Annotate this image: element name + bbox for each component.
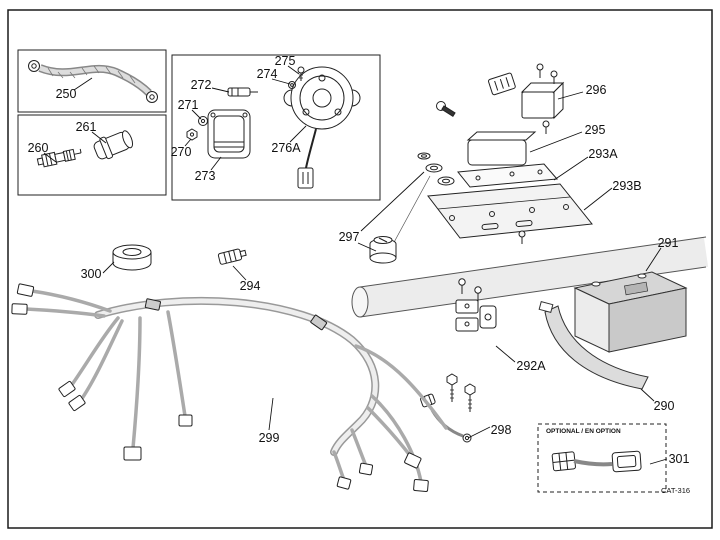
washer-274 [288,81,296,89]
callout-273: 273 [194,169,216,183]
bracket-plate-293B [427,183,593,244]
callout-261: 261 [75,120,97,134]
inset-box-ground-strap [17,49,167,113]
callout-297: 297 [338,230,360,244]
callout-293A: 293A [588,147,618,161]
callout-295: 295 [584,123,606,137]
catalog-code: CAT-316 [661,486,691,495]
callout-291: 291 [657,236,679,250]
callout-274: 274 [256,67,278,81]
nut-270 [186,128,198,141]
diagram-border [7,9,713,529]
pigtail-298 [420,393,472,443]
callout-290: 290 [653,399,675,413]
callout-294: 294 [239,279,261,293]
inset-box-ignition [171,54,381,201]
callout-272: 272 [190,78,212,92]
flywheel-276A [283,66,361,189]
callout-300: 300 [80,267,102,281]
battery-291 [573,271,688,353]
screw-275 [297,66,305,81]
optional-label: OPTIONAL / EN OPTION [546,428,621,435]
ignition-switch-297 [369,101,456,264]
module-295 [466,120,550,166]
battery-strap-290 [538,300,649,390]
ignition-coil-273 [207,109,251,159]
callout-271: 271 [177,98,199,112]
callout-250: 250 [55,87,77,101]
optional-box-301 [537,423,667,493]
connector-294 [217,248,247,265]
callout-301: 301 [668,452,690,466]
screw [536,63,558,84]
callout-276A: 276A [271,141,301,155]
spark-plug-boot [93,130,134,160]
bracket-plate-293A [457,163,559,188]
callout-299: 299 [258,431,280,445]
clamp-292A [455,278,497,332]
leader-lines [43,65,668,465]
spark-plug [36,148,82,168]
inset-box-spark-plug [17,114,167,196]
bolt-set [446,373,476,412]
callout-275: 275 [274,54,296,68]
callout-296: 296 [585,83,607,97]
callout-292A: 292A [516,359,546,373]
wiring-harness-299 [11,283,448,492]
callout-298: 298 [490,423,512,437]
callout-260: 260 [27,141,49,155]
callout-293B: 293B [612,179,642,193]
points-272 [227,87,258,97]
relay-296 [488,63,565,120]
tape-roll-300 [112,244,152,271]
ignition-key [436,101,456,117]
callout-270: 270 [170,145,192,159]
